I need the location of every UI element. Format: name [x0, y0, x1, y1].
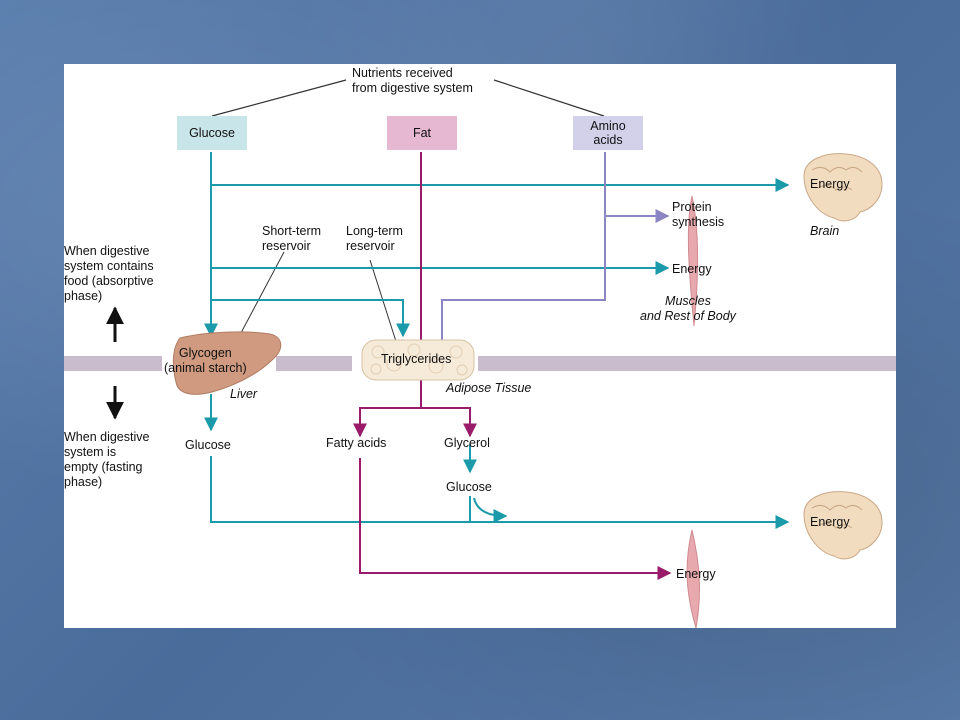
long-term-reservoir-label: Long-term reservoir: [346, 224, 403, 253]
nutrient-connector-lines: [211, 79, 605, 117]
brain-bottom-illustration: [803, 491, 883, 560]
short-term-reservoir-label: Short-term reservoir: [262, 224, 322, 253]
muscle-energy-top-label: Energy: [672, 262, 712, 276]
fasting-phase-label: When digestive system is empty (fasting …: [64, 430, 150, 489]
brain-energy-top-label: Energy: [810, 177, 850, 191]
adipose-tissue-illustration: [361, 339, 475, 381]
protein-synthesis-label: Protein synthesis: [672, 200, 725, 229]
muscle-energy-bottom-label: Energy: [676, 567, 716, 581]
brain-energy-bottom-label: Energy: [810, 515, 850, 529]
amino-acids-source-box: Amino acids: [573, 116, 643, 150]
glucose-pathways: [204, 152, 790, 529]
nutrients-header: Nutrients received from digestive system: [352, 66, 473, 95]
phase-divider-bar: [64, 356, 896, 371]
fat-pathways: [353, 152, 672, 580]
absorptive-phase-label: When digestive system contains food (abs…: [64, 244, 154, 303]
glucose-source-box: Glucose: [177, 116, 247, 150]
liver-illustration: [172, 331, 282, 395]
liver-glucose-label: Glucose: [185, 438, 231, 452]
glycerol-label: Glycerol: [444, 436, 490, 450]
fat-source-box: Fat: [387, 116, 457, 150]
glycogen-label: Glycogen (animal starch): [164, 346, 247, 375]
metabolism-diagram: [64, 79, 896, 628]
muscle-top-illustration: [687, 195, 699, 327]
brain-label: Brain: [810, 224, 840, 238]
adipose-tissue-label: Adipose Tissue: [446, 381, 532, 395]
fatty-acids-label: Fatty acids: [326, 436, 387, 450]
amino-pathways: [435, 152, 670, 354]
diagram-panel: Nutrients received from digestive system…: [64, 64, 896, 628]
triglycerides-label: Triglycerides: [381, 352, 452, 366]
muscle-bottom-illustration: [686, 529, 700, 628]
liver-label: Liver: [230, 387, 258, 401]
brain-top-illustration: [803, 153, 883, 222]
muscles-label: Muscles and Rest of Body: [640, 294, 736, 323]
glycerol-glucose-label: Glucose: [446, 480, 492, 494]
